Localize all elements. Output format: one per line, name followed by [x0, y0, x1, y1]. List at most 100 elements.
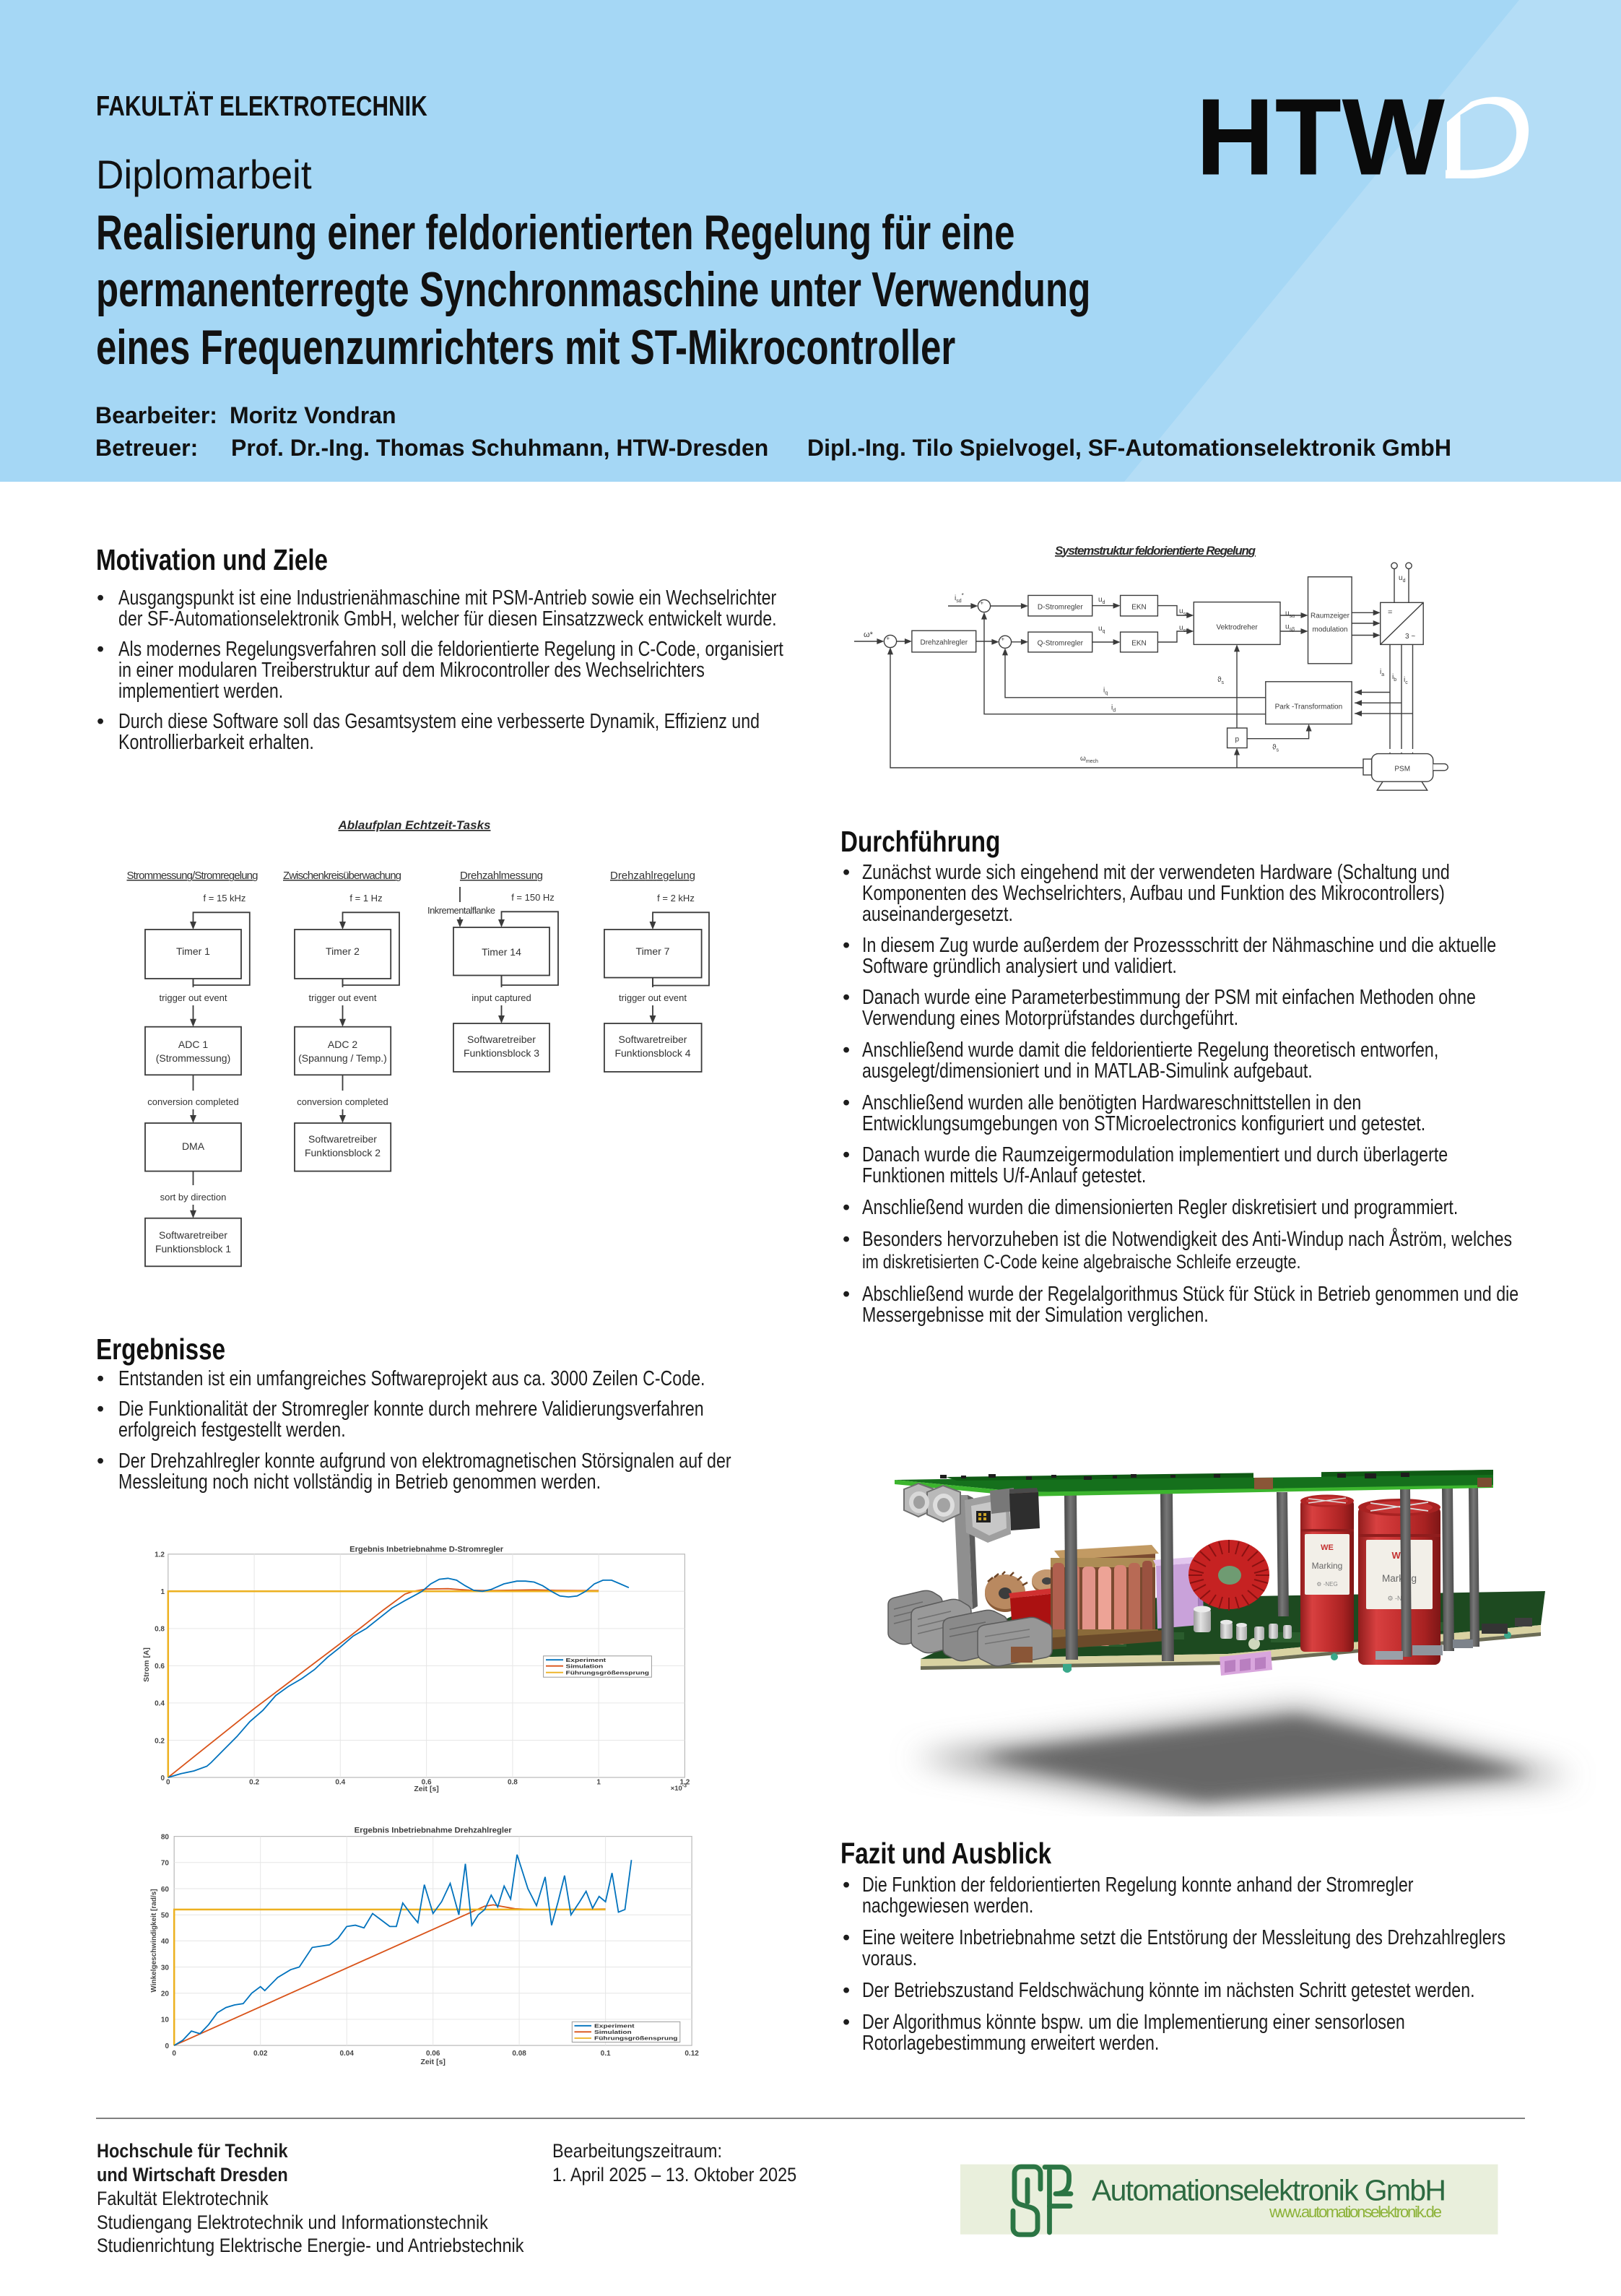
svg-text:ib: ib [1392, 673, 1396, 683]
svg-text:Funktionsblock 2: Funktionsblock 2 [305, 1147, 381, 1158]
svg-text:Softwaretreiber: Softwaretreiber [308, 1133, 377, 1145]
svg-text:Ablaufplan Echtzeit-Tasks: Ablaufplan Echtzeit-Tasks [338, 818, 491, 832]
svg-text:40: 40 [161, 1938, 170, 1946]
svg-text:trigger out event: trigger out event [619, 992, 687, 1003]
svg-text:Timer 1: Timer 1 [176, 945, 210, 957]
svg-text:Funktionsblock 1: Funktionsblock 1 [155, 1243, 231, 1255]
svg-text:ic: ic [1404, 676, 1408, 685]
svg-text:1: 1 [160, 1588, 165, 1596]
svg-text:D-Stromregler: D-Stromregler [1038, 604, 1083, 612]
svg-text:conversion completed: conversion completed [147, 1096, 238, 1107]
svg-text:trigger out event: trigger out event [160, 992, 227, 1003]
svg-text:isd*: isd* [955, 592, 964, 604]
svg-text:Zwischenkreisüberwachung: Zwischenkreisüberwachung [283, 870, 401, 882]
svg-text:Drehzahlregelung: Drehzahlregelung [610, 870, 695, 882]
svg-text:Experiment: Experiment [594, 2022, 635, 2029]
svg-text:WE: WE [1321, 1543, 1334, 1552]
svg-text:DMA: DMA [182, 1140, 205, 1152]
svg-text:50: 50 [161, 1912, 170, 1920]
svg-text:⚙ -NEG: ⚙ -NEG [1387, 1595, 1411, 1602]
svg-text:sort by direction: sort by direction [160, 1192, 227, 1203]
svg-text:ω*: ω* [864, 631, 874, 639]
svg-text:ADC 1: ADC 1 [178, 1039, 208, 1050]
svg-text:0.8: 0.8 [155, 1626, 165, 1634]
svg-text:10: 10 [161, 2016, 170, 2024]
svg-text:20: 20 [161, 1990, 170, 1998]
svg-text:0.12: 0.12 [685, 2050, 699, 2058]
svg-text:+: + [1001, 636, 1005, 642]
svg-text:(Strommessung): (Strommessung) [156, 1052, 230, 1064]
svg-text:0: 0 [166, 1778, 170, 1786]
svg-text:0.4: 0.4 [155, 1700, 165, 1708]
svg-text:Zeit [s]: Zeit [s] [420, 2058, 445, 2066]
svg-text:0.4: 0.4 [335, 1778, 345, 1786]
svg-text:3 ~: 3 ~ [1405, 633, 1415, 641]
svg-text:0: 0 [160, 1775, 165, 1782]
svg-text:Automationselektronik GmbH: Automationselektronik GmbH [1092, 2174, 1446, 2207]
svg-text:ud: ud [1399, 574, 1406, 584]
svg-text:-: - [1006, 644, 1008, 651]
svg-text:+: + [981, 600, 984, 607]
svg-text:Drehzahlregler: Drehzahlregler [921, 639, 968, 647]
svg-text:0.8: 0.8 [508, 1778, 518, 1786]
svg-text:Softwaretreiber: Softwaretreiber [467, 1034, 536, 1045]
svg-text:Ergebnis Inbetriebnahme D-Stro: Ergebnis Inbetriebnahme D-Stromregler [349, 1546, 504, 1554]
svg-text:HTW: HTW [1196, 79, 1445, 188]
svg-text:usα: usα [1285, 610, 1295, 619]
svg-text:iq: iq [1103, 687, 1108, 696]
svg-text:Vektrodreher: Vektrodreher [1216, 624, 1258, 632]
svg-text:Timer 14: Timer 14 [482, 946, 521, 958]
svg-text:60: 60 [161, 1886, 170, 1894]
svg-text:EKN: EKN [1131, 604, 1147, 612]
svg-text:www.automationselektronik.de: www.automationselektronik.de [1269, 2203, 1442, 2221]
svg-text:Park -Transformation: Park -Transformation [1275, 703, 1343, 711]
svg-text:ia: ia [1380, 668, 1384, 677]
svg-text:1.2: 1.2 [155, 1551, 165, 1559]
svg-text:uq: uq [1098, 625, 1105, 634]
svg-text:Ergebnis Inbetriebnahme Drehza: Ergebnis Inbetriebnahme Drehzahlregler [355, 1826, 513, 1834]
svg-text:Inkrementalflanke: Inkrementalflanke [427, 905, 495, 916]
svg-text:80: 80 [161, 1833, 170, 1841]
svg-text:trigger out event: trigger out event [309, 992, 377, 1003]
svg-text:f = 15 kHz: f = 15 kHz [204, 893, 246, 904]
svg-text:Strommessung/Stromregelung: Strommessung/Stromregelung [127, 870, 258, 882]
svg-text:0.6: 0.6 [155, 1663, 165, 1671]
svg-text:-: - [891, 644, 893, 650]
svg-text:0.2: 0.2 [249, 1778, 259, 1786]
svg-text:Timer 7: Timer 7 [636, 945, 670, 957]
svg-text:0.08: 0.08 [512, 2050, 526, 2058]
svg-text:Q-Stromregler: Q-Stromregler [1038, 640, 1084, 648]
svg-text:Raumzeiger: Raumzeiger [1311, 612, 1350, 620]
svg-text:=: = [1388, 608, 1392, 617]
svg-text:0: 0 [165, 2042, 169, 2050]
svg-text:f = 2 kHz: f = 2 kHz [657, 893, 695, 904]
svg-text:f = 150 Hz: f = 150 Hz [511, 892, 555, 903]
svg-text:Marking: Marking [1312, 1561, 1343, 1571]
svg-text:modulation: modulation [1313, 625, 1348, 633]
svg-text:ud: ud [1098, 596, 1105, 605]
svg-text:Simulation: Simulation [594, 2029, 632, 2035]
svg-text:1.2: 1.2 [679, 1778, 690, 1786]
svg-text:ωmech: ωmech [1080, 755, 1098, 764]
svg-text:PSM: PSM [1394, 766, 1410, 774]
svg-text:0.6: 0.6 [422, 1778, 432, 1786]
svg-text:Simulation: Simulation [566, 1663, 604, 1669]
svg-text:0.02: 0.02 [253, 2050, 268, 2058]
svg-text:Softwaretreiber: Softwaretreiber [619, 1034, 687, 1045]
svg-text:Funktionsblock 3: Funktionsblock 3 [464, 1047, 539, 1059]
svg-text:⚙ -NEG: ⚙ -NEG [1316, 1581, 1337, 1587]
svg-text:conversion completed: conversion completed [297, 1096, 388, 1107]
svg-text:0.2: 0.2 [155, 1737, 165, 1745]
svg-text:Zeit [s]: Zeit [s] [414, 1785, 438, 1793]
svg-text:Systemstruktur feldorientierte: Systemstruktur feldorientierte Regelung [1055, 544, 1256, 558]
svg-text:Führungsgrößensprung: Führungsgrößensprung [566, 1669, 650, 1676]
svg-text:ADC 2: ADC 2 [328, 1039, 357, 1050]
svg-text:Funktionsblock 4: Funktionsblock 4 [614, 1047, 690, 1059]
svg-text:id: id [1111, 704, 1116, 714]
svg-text:Führungsgrößensprung: Führungsgrößensprung [594, 2035, 678, 2042]
svg-text:30: 30 [161, 1964, 170, 1972]
svg-text:ϑs: ϑs [1272, 744, 1279, 753]
svg-text:0.1: 0.1 [601, 2050, 611, 2058]
svg-text:1: 1 [596, 1778, 601, 1786]
svg-text:0.06: 0.06 [426, 2050, 440, 2058]
